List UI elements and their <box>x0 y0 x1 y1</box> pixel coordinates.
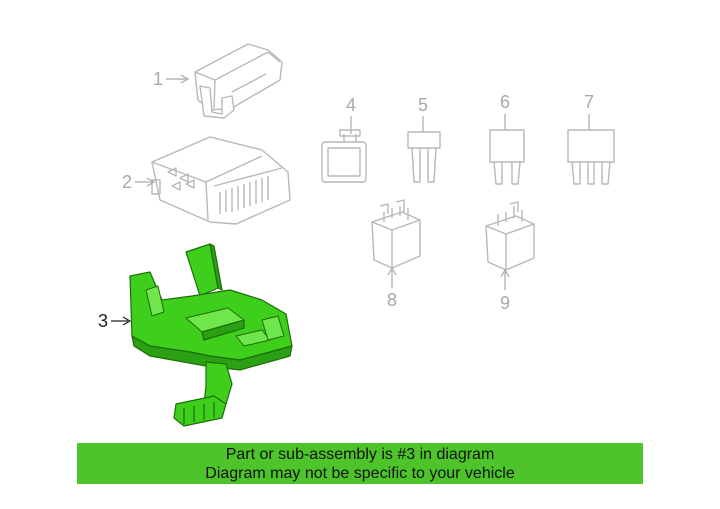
callout-7: 7 <box>584 92 594 112</box>
callout-6: 6 <box>500 92 510 112</box>
part-1-cover <box>194 43 283 119</box>
part-8-relay <box>371 199 421 269</box>
callout-4: 4 <box>346 95 356 115</box>
callout-3: 3 <box>98 311 108 331</box>
leader-1-arrow <box>180 74 190 84</box>
banner-line-1: Part or sub-assembly is #3 in diagram <box>225 445 495 463</box>
leader-9-arrow <box>500 268 510 278</box>
part-2-module <box>151 136 291 225</box>
part-6-fuse <box>489 129 525 185</box>
callout-9: 9 <box>500 293 510 313</box>
diagram-notice-banner: Part or sub-assembly is #3 in diagram Di… <box>77 443 643 484</box>
part-3-bracket <box>129 243 293 427</box>
part-5-fuse <box>407 131 441 183</box>
leader-8-arrow <box>387 266 397 276</box>
part-9-relay <box>485 201 535 271</box>
callout-8: 8 <box>387 290 397 310</box>
part-7-fuse <box>567 129 615 185</box>
callout-2: 2 <box>122 172 132 192</box>
banner-line-2: Diagram may not be specific to your vehi… <box>205 464 515 482</box>
leader-2-arrow <box>146 177 156 187</box>
part-4-fuse <box>321 129 367 183</box>
callout-5: 5 <box>418 95 428 115</box>
leader-3-arrow <box>122 316 132 326</box>
callout-1: 1 <box>153 69 163 89</box>
